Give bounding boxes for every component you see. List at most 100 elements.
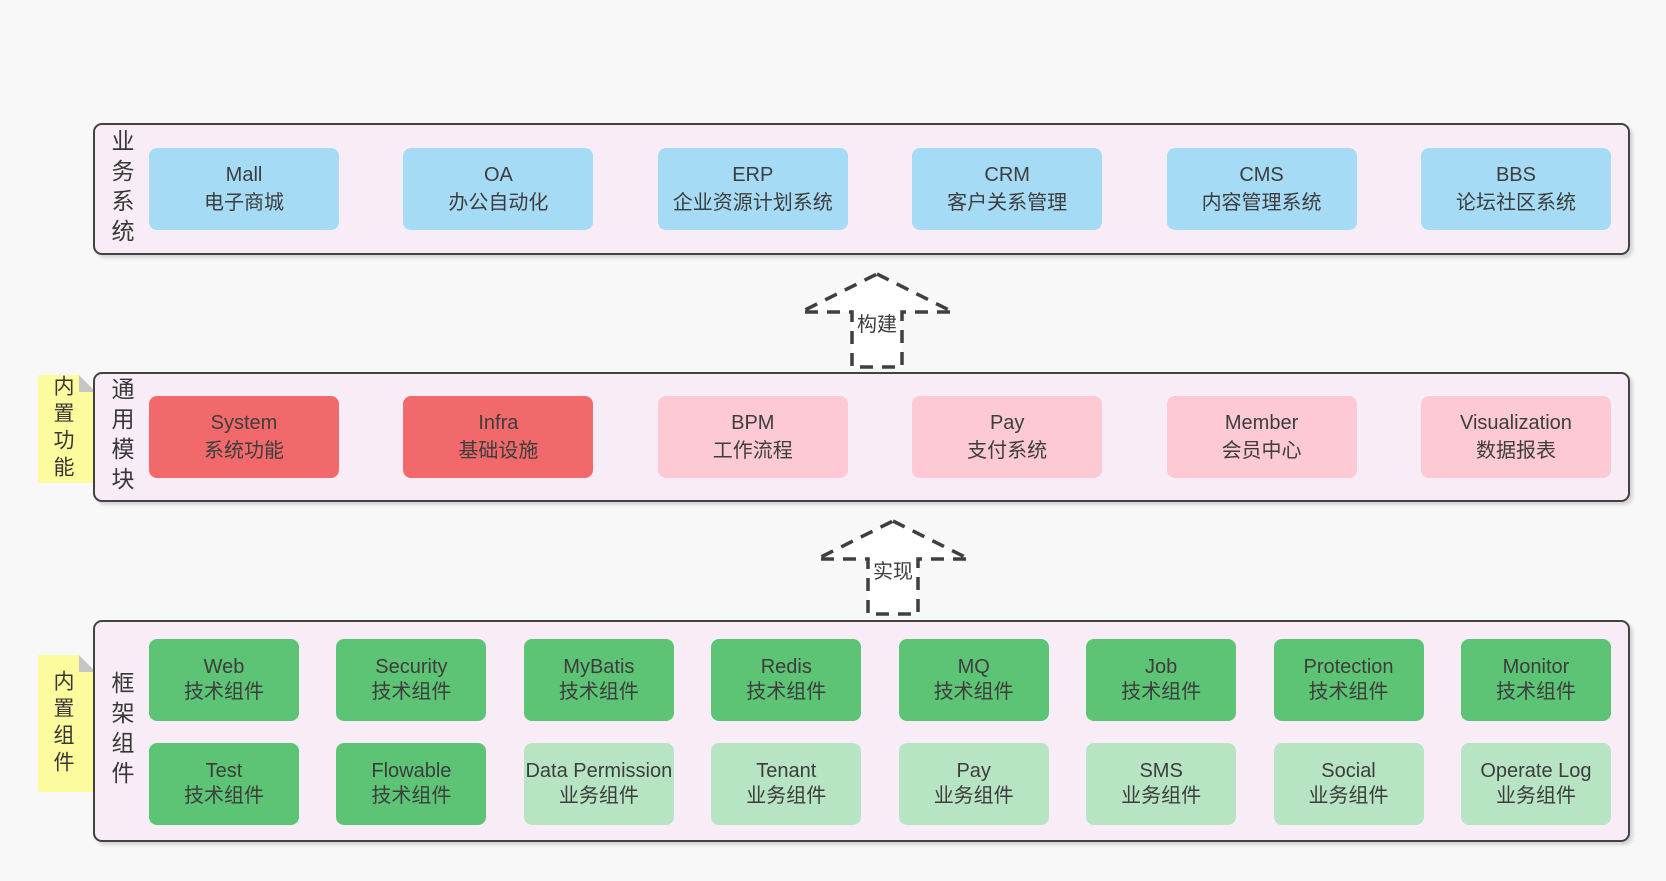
box-title: Redis [760, 655, 812, 678]
box-title: Pay [989, 412, 1025, 434]
box-subtitle: 业务组件 [1121, 784, 1202, 807]
box-subtitle: 系统功能 [204, 440, 284, 462]
box-title: Infra [478, 412, 519, 434]
box-subtitle: 技术组件 [184, 784, 264, 807]
box-social-component: Social 业务组件 [1273, 742, 1424, 825]
box-subtitle: 技术组件 [1495, 680, 1576, 703]
box-cms: CMS 内容管理系统 [1166, 148, 1357, 230]
box-subtitle: 论坛社区系统 [1455, 192, 1576, 214]
box-subtitle: 客户关系管理 [947, 192, 1068, 214]
box-title: System [210, 412, 278, 434]
layer-framework-components: 框架组件 Web 技术组件 Security 技术组件 MyBatis 技术组件… [93, 620, 1630, 842]
box-monitor-component: Monitor 技术组件 [1460, 638, 1611, 721]
box-subtitle: 业务组件 [558, 784, 639, 807]
box-redis-component: Redis 技术组件 [711, 638, 862, 721]
layer-business-systems: 业务系统 Mall 电子商城 OA 办公自动化 ERP 企业资源计划系统 CRM… [93, 123, 1630, 255]
box-tenant-component: Tenant 业务组件 [711, 742, 862, 825]
box-subtitle: 办公自动化 [448, 192, 549, 214]
box-title: Security [375, 655, 448, 678]
box-title: MyBatis [563, 655, 635, 678]
box-title: Social [1321, 759, 1376, 782]
box-security-component: Security 技术组件 [336, 638, 487, 721]
box-subtitle: 技术组件 [371, 784, 452, 807]
box-web-component: Web 技术组件 [149, 638, 299, 721]
layer-label-common-modules: 通用模块 [108, 377, 134, 497]
box-subtitle: 技术组件 [558, 680, 639, 703]
box-subtitle: 内容管理系统 [1201, 192, 1322, 214]
box-erp: ERP 企业资源计划系统 [657, 148, 848, 230]
box-title: Test [205, 759, 243, 782]
box-title: BBS [1495, 164, 1536, 186]
box-subtitle: 业务组件 [933, 784, 1014, 807]
box-title: CMS [1239, 164, 1284, 186]
up-arrow-icon: 构建 [800, 272, 954, 369]
box-flowable-component: Flowable 技术组件 [336, 742, 487, 825]
box-title: OA [483, 164, 513, 186]
box-mq-component: MQ 技术组件 [898, 638, 1049, 721]
layer-label-business-systems: 业务系统 [108, 129, 134, 249]
box-subtitle: 业务组件 [1495, 784, 1576, 807]
box-title: MQ [957, 655, 990, 678]
box-subtitle: 电子商城 [204, 192, 284, 214]
arrow-implement: 实现 [814, 518, 972, 618]
box-subtitle: 技术组件 [184, 680, 264, 703]
box-operate-log-component: Operate Log 业务组件 [1460, 742, 1611, 825]
box-subtitle: 会员中心 [1221, 440, 1302, 462]
box-bpm: BPM 工作流程 [657, 396, 848, 478]
box-title: Mall [225, 164, 263, 186]
box-test-component: Test 技术组件 [149, 742, 299, 825]
box-oa: OA 办公自动化 [403, 148, 594, 230]
sticky-note-builtin-features: 内置功能 [38, 375, 96, 483]
sticky-label: 内置功能 [51, 375, 74, 483]
box-title: Member [1224, 412, 1299, 434]
box-title: Operate Log [1480, 759, 1592, 782]
box-subtitle: 基础设施 [458, 440, 539, 462]
box-subtitle: 企业资源计划系统 [672, 192, 833, 214]
box-title: Protection [1303, 655, 1394, 678]
box-member: Member 会员中心 [1166, 396, 1357, 478]
box-subtitle: 工作流程 [712, 440, 793, 462]
layer-label-framework-components: 框架组件 [108, 671, 134, 791]
box-mybatis-component: MyBatis 技术组件 [523, 638, 674, 721]
box-title: ERP [732, 164, 774, 186]
box-subtitle: 业务组件 [746, 784, 827, 807]
layer-content: System 系统功能 Infra 基础设施 BPM 工作流程 Pay 支付系统… [147, 374, 1628, 500]
arrow-build: 构建 [798, 271, 956, 371]
box-subtitle: 业务组件 [1308, 784, 1389, 807]
box-infra: Infra 基础设施 [403, 396, 594, 478]
box-title: Monitor [1502, 655, 1570, 678]
box-title: Tenant [756, 759, 817, 782]
box-title: Visualization [1459, 412, 1572, 434]
box-job-component: Job 技术组件 [1086, 638, 1237, 721]
box-subtitle: 技术组件 [933, 680, 1014, 703]
box-subtitle: 技术组件 [746, 680, 827, 703]
box-title: Data Permission [525, 759, 673, 782]
layer-common-modules: 通用模块 System 系统功能 Infra 基础设施 BPM 工作流程 Pay… [93, 372, 1630, 502]
box-data-permission-component: Data Permission 业务组件 [523, 742, 674, 825]
components-row-1: Web 技术组件 Security 技术组件 MyBatis 技术组件 Redi… [149, 638, 1611, 721]
layer-content: Mall 电子商城 OA 办公自动化 ERP 企业资源计划系统 CRM 客户关系… [147, 125, 1628, 253]
layer-content: Web 技术组件 Security 技术组件 MyBatis 技术组件 Redi… [147, 622, 1628, 840]
box-title: Pay [956, 759, 991, 782]
up-arrow-icon: 实现 [816, 519, 970, 616]
box-visualization: Visualization 数据报表 [1420, 396, 1611, 478]
components-row-2: Test 技术组件 Flowable 技术组件 Data Permission … [149, 742, 1611, 825]
box-title: CRM [984, 164, 1030, 186]
sticky-note-builtin-components: 内置组件 [38, 655, 96, 792]
box-subtitle: 支付系统 [967, 440, 1048, 462]
box-bbs: BBS 论坛社区系统 [1420, 148, 1611, 230]
box-system: System 系统功能 [149, 396, 339, 478]
box-sms-component: SMS 业务组件 [1086, 742, 1237, 825]
box-subtitle: 技术组件 [1308, 680, 1389, 703]
arrow-label: 实现 [873, 560, 913, 583]
box-crm: CRM 客户关系管理 [912, 148, 1103, 230]
box-title: SMS [1139, 759, 1183, 782]
arrow-label: 构建 [857, 313, 897, 336]
box-title: BPM [731, 412, 775, 434]
box-title: Job [1144, 655, 1178, 678]
box-pay-system: Pay 支付系统 [912, 396, 1103, 478]
sticky-label: 内置组件 [51, 669, 74, 778]
box-mall: Mall 电子商城 [149, 148, 339, 230]
box-title: Flowable [371, 759, 452, 782]
